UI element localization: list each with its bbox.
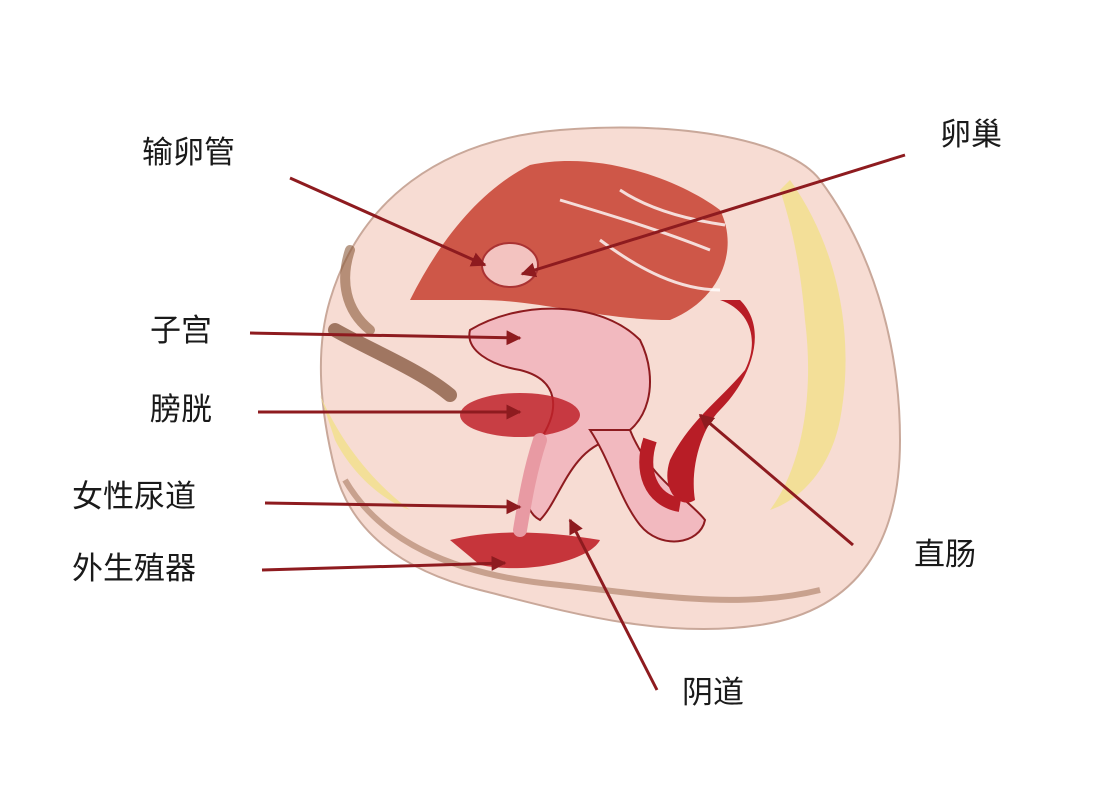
urethra-shape [513,433,547,537]
label-vagina: 阴道 [682,675,744,711]
pubic-area [328,323,457,402]
label-urethra: 女性尿道 [72,479,196,515]
bladder-shape [460,393,580,437]
arrow-external-genitalia [261,555,507,572]
fat-layer [770,180,846,510]
arrow-vagina [568,518,659,691]
rectum-shape [667,300,755,503]
arrow-urethra [264,499,522,515]
genitalia-shape [450,532,600,569]
label-uterus: 子宫 [150,313,212,349]
label-bladder: 膀胱 [150,392,212,428]
label-external-genitalia: 外生殖器 [72,551,196,587]
arrow-rectum [698,413,854,547]
abdomen-fold [340,245,375,335]
skin-fold [342,478,821,603]
arrow-fallopian-tube [289,176,487,267]
ovary-vessels [559,188,726,292]
label-ovary: 卵巢 [940,117,1002,153]
arrow-ovary [520,153,906,278]
ovary-shape [481,242,539,288]
label-rectum: 直肠 [914,537,976,573]
label-fallopian-tube: 输卵管 [142,135,235,171]
rectum-lower [639,437,682,512]
arrow-uterus [249,330,522,346]
